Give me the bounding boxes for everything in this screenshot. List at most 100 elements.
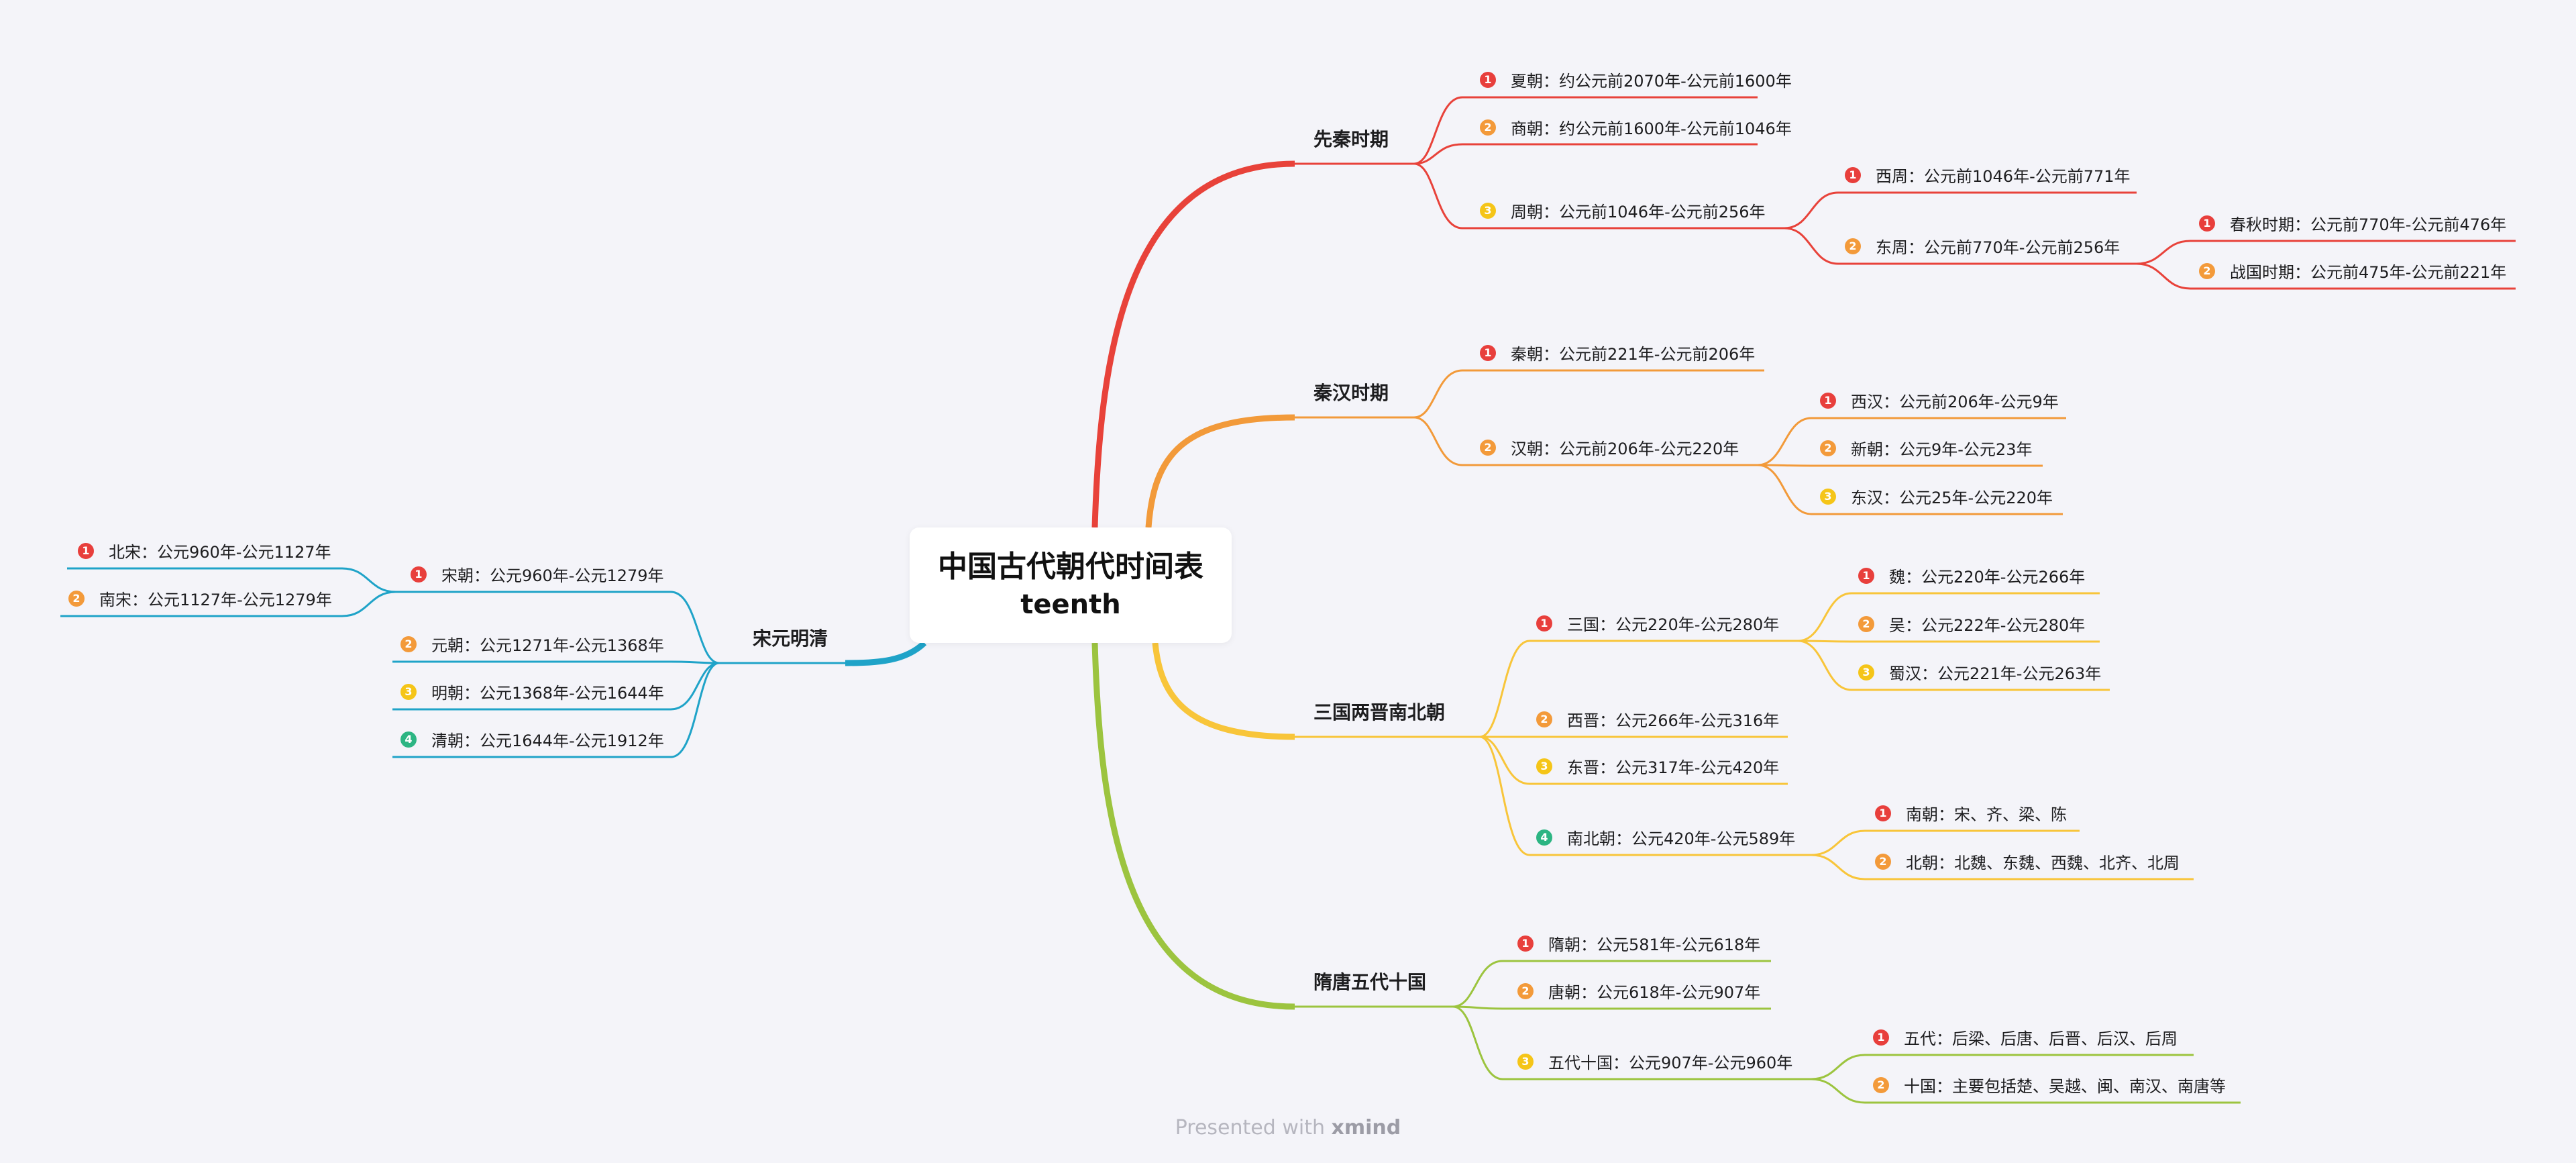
connector-xia	[1413, 96, 1758, 165]
presented-with-footer[interactable]: Presented with xmind	[0, 1116, 2576, 1140]
subtopic-wei[interactable]: 1 魏：公元220年-公元266年	[1858, 564, 2085, 587]
topic-songyuan-mingqing[interactable]: 宋元明清	[753, 627, 828, 650]
number-badge-icon: 2	[1858, 615, 1874, 632]
number-badge-icon: 2	[68, 590, 85, 607]
number-badge-icon: 3	[1480, 202, 1496, 219]
topic-suitang-wudai-shiguo[interactable]: 隋唐五代十国	[1313, 971, 1427, 993]
topic-xianqin[interactable]: 先秦时期	[1313, 128, 1389, 150]
subtopic-sui[interactable]: 1 隋朝：公元581年-公元618年	[1517, 931, 1760, 955]
connector-xihan	[1757, 417, 2066, 466]
number-badge-icon: 1	[1820, 392, 1836, 409]
subtopic-nansong[interactable]: 2 南宋：公元1127年-公元1279年	[68, 587, 332, 610]
subtopic-label: 隋朝：公元581年-公元618年	[1548, 936, 1761, 954]
connector-central-xianqin	[1091, 160, 1295, 528]
number-badge-icon: 1	[2199, 215, 2215, 232]
connector-yuan	[392, 660, 720, 664]
subtopic-zhou[interactable]: 3 周朝：公元前1046年-公元前256年	[1480, 199, 1766, 222]
number-badge-icon: 2	[1873, 1076, 1889, 1093]
connector-beichao	[1811, 854, 2194, 880]
subtopic-label: 宋朝：公元960年-公元1279年	[441, 566, 664, 585]
subtopic-label: 元朝：公元1271年-公元1368年	[431, 636, 664, 655]
number-badge-icon: 3	[1517, 1053, 1534, 1070]
central-topic[interactable]: 中国古代朝代时间表 teenth	[910, 527, 1232, 643]
number-badge-icon: 4	[400, 731, 417, 748]
connector-tang	[1452, 1005, 1771, 1010]
connector-nanchao	[1811, 829, 2080, 856]
subtopic-label: 战国时期：公元前475年-公元前221年	[2230, 263, 2507, 282]
subtopic-label: 魏：公元220年-公元266年	[1889, 568, 2086, 587]
topic-qinhan[interactable]: 秦汉时期	[1313, 382, 1389, 404]
subtopic-label: 西汉：公元前206年-公元9年	[1851, 393, 2059, 411]
number-badge-icon: 2	[1480, 119, 1496, 136]
subtopic-label: 东汉：公元25年-公元220年	[1851, 489, 2053, 507]
connector-zhanguo	[2136, 262, 2516, 290]
connector-shiguo	[1811, 1078, 2241, 1104]
subtopic-wudai[interactable]: 1 五代：后梁、后唐、后晋、后汉、后周	[1873, 1025, 2178, 1049]
subtopic-shuhan[interactable]: 3 蜀汉：公元221年-公元263年	[1858, 660, 2101, 684]
connector-xinchao	[1757, 464, 2043, 467]
subtopic-label: 春秋时期：公元前770年-公元前476年	[2230, 215, 2507, 234]
subtopic-label: 五代：后梁、后唐、后晋、后汉、后周	[1904, 1029, 2178, 1048]
subtopic-wu[interactable]: 2 吴：公元222年-公元280年	[1858, 612, 2085, 636]
subtopic-label: 新朝：公元9年-公元23年	[1851, 440, 2033, 459]
central-topic-subtitle: teenth	[1020, 589, 1121, 620]
subtopic-label: 北宋：公元960年-公元1127年	[109, 543, 331, 562]
subtopic-label: 秦朝：公元前221年-公元前206年	[1511, 345, 1756, 364]
number-badge-icon: 3	[400, 683, 417, 700]
subtopic-label: 南北朝：公元420年-公元589年	[1567, 829, 1796, 848]
subtopic-label: 周朝：公元前1046年-公元前256年	[1511, 203, 1766, 221]
xmind-logo: xmind	[1331, 1116, 1401, 1140]
subtopic-label: 东周：公元前770年-公元前256年	[1876, 238, 2121, 257]
number-badge-icon: 2	[1820, 440, 1836, 456]
connector-wu	[1797, 640, 2100, 643]
connector-shuhan	[1797, 640, 2110, 691]
subtopic-nanbeichao[interactable]: 4 南北朝：公元420年-公元589年	[1536, 825, 1795, 849]
connector-dongjin	[1479, 736, 1788, 785]
connector-ming	[392, 662, 720, 711]
connector-shang	[1413, 143, 1758, 165]
subtopic-donghan[interactable]: 3 东汉：公元25年-公元220年	[1820, 485, 2053, 508]
central-topic-title: 中国古代朝代时间表	[938, 550, 1203, 584]
topic-sanguo-liangjin-nanbeichao[interactable]: 三国两晋南北朝	[1313, 701, 1446, 723]
connector-wei	[1797, 592, 2100, 642]
subtopic-label: 蜀汉：公元221年-公元263年	[1889, 664, 2102, 683]
connector-chunqiu	[2136, 240, 2516, 265]
number-badge-icon: 1	[1873, 1029, 1889, 1046]
number-badge-icon: 1	[1845, 166, 1861, 183]
number-badge-icon: 4	[1536, 829, 1552, 846]
number-badge-icon: 3	[1820, 488, 1836, 505]
number-badge-icon: 3	[1858, 664, 1874, 680]
subtopic-xihan[interactable]: 1 西汉：公元前206年-公元9年	[1820, 389, 2059, 412]
number-badge-icon: 1	[1858, 567, 1874, 584]
connector-song	[396, 591, 720, 664]
subtopic-label: 南宋：公元1127年-公元1279年	[99, 591, 332, 609]
subtopic-xinchao[interactable]: 2 新朝：公元9年-公元23年	[1820, 436, 2032, 460]
subtopic-label: 西晋：公元266年-公元316年	[1567, 711, 1780, 730]
subtopic-label: 吴：公元222年-公元280年	[1889, 616, 2086, 635]
subtopic-label: 东晋：公元317年-公元420年	[1567, 758, 1780, 777]
connector-zhou	[1413, 162, 1784, 230]
number-badge-icon: 2	[1517, 982, 1534, 999]
subtopic-chunqiu[interactable]: 1 春秋时期：公元前770年-公元前476年	[2199, 211, 2506, 235]
number-badge-icon: 1	[1517, 935, 1534, 952]
